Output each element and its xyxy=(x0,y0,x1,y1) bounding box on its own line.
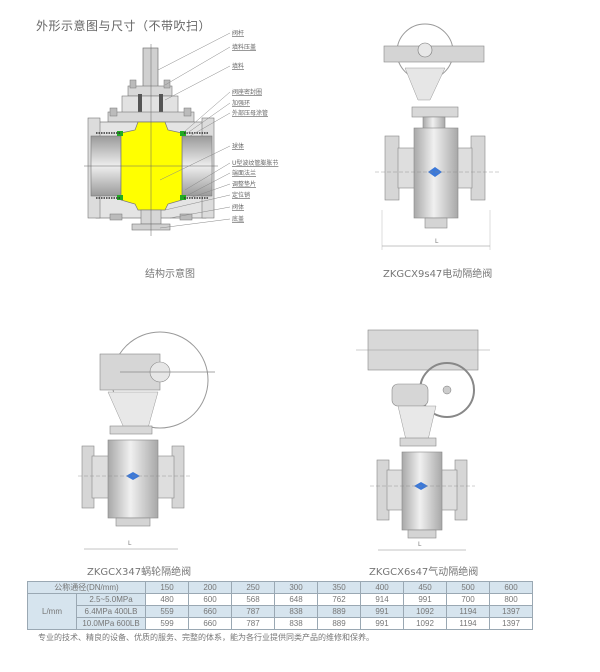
table-cell: 991 xyxy=(403,593,447,606)
table-cell: 660 xyxy=(188,617,232,630)
table-cell: 568 xyxy=(231,593,275,606)
table-cell: 350 xyxy=(317,581,361,594)
table-cell: 600 xyxy=(188,593,232,606)
callout-locating-pin: 定位销 xyxy=(232,192,251,199)
table-cell: 838 xyxy=(274,617,318,630)
callout-packing-gland: 填料压盖 xyxy=(232,44,257,51)
table-cell: 1194 xyxy=(446,605,490,618)
table-cell: 889 xyxy=(317,617,361,630)
table-cell: 599 xyxy=(145,617,189,630)
table-cell: 914 xyxy=(360,593,404,606)
table-cell: 250 xyxy=(231,581,275,594)
header-dn-label: 公称通径(DN/mm) xyxy=(27,581,146,594)
table-cell: 991 xyxy=(360,605,404,618)
table-cell: 787 xyxy=(231,617,275,630)
pressure-label: 2.5~5.0MPa xyxy=(76,593,146,606)
callout-packing: 填料 xyxy=(232,63,245,70)
table-cell: 762 xyxy=(317,593,361,606)
table-cell: 1397 xyxy=(489,617,533,630)
page-title: 外形示意图与尺寸（不带吹扫） xyxy=(36,19,212,33)
table-header-row: 公称通径(DN/mm) 150 200 250 300 350 400 450 … xyxy=(27,581,533,594)
callout-body: 阀体 xyxy=(232,204,245,211)
electric-caption: ZKGCX9s47电动隔绝阀 xyxy=(383,269,493,280)
electric-dimension-label: L xyxy=(435,238,439,245)
row-group-label: L/mm xyxy=(27,593,77,630)
pressure-label: 10.0MPa 600LB xyxy=(76,617,146,630)
worm-gear-dimension-label: L xyxy=(128,540,132,547)
table-row: 10.0MPa 600LB 599 660 787 838 889 991 10… xyxy=(28,617,533,630)
callout-reinforcing-ring: 加强环 xyxy=(232,100,251,107)
table-cell: 200 xyxy=(188,581,232,594)
table-cell: 660 xyxy=(188,605,232,618)
callout-bottom-cover: 底盖 xyxy=(232,216,245,223)
pneumatic-caption: ZKGCX6s47气动隔绝阀 xyxy=(369,567,479,578)
table-row: 6.4MPa 400LB 559 660 787 838 889 991 109… xyxy=(28,605,533,618)
footer-slogan: 专业的技术、精良的设备、优质的服务、完整的体系，能为各行业提供同类产品的维修和保… xyxy=(38,633,374,642)
pneumatic-dimension-label: L xyxy=(418,541,422,548)
table-cell: 600 xyxy=(489,581,533,594)
table-cell: 991 xyxy=(360,617,404,630)
table-cell: 800 xyxy=(489,593,533,606)
pressure-label: 6.4MPa 400LB xyxy=(76,605,146,618)
table-cell: 480 xyxy=(145,593,189,606)
table-cell: 1397 xyxy=(489,605,533,618)
table-cell: 559 xyxy=(145,605,189,618)
table-cell: 500 xyxy=(446,581,490,594)
callout-shim: 调整垫片 xyxy=(232,181,257,188)
table-row: L/mm 2.5~5.0MPa 480 600 568 648 762 914 … xyxy=(27,593,533,630)
table-cell: 1092 xyxy=(403,605,447,618)
table-cell: 889 xyxy=(317,605,361,618)
table-cell: 300 xyxy=(274,581,318,594)
table-cell: 1194 xyxy=(446,617,490,630)
table-cell: 400 xyxy=(360,581,404,594)
table-cell: 150 xyxy=(145,581,189,594)
callout-external-pipe: 外部压母涂管 xyxy=(232,110,269,117)
worm-gear-caption: ZKGCX347蜗轮隔绝阀 xyxy=(87,567,192,578)
table-cell: 700 xyxy=(446,593,490,606)
table-cell: 1092 xyxy=(403,617,447,630)
callout-end-flange: 端面法兰 xyxy=(232,170,257,177)
structure-caption: 结构示意图 xyxy=(145,269,195,280)
table-cell: 450 xyxy=(403,581,447,594)
callout-ball: 球体 xyxy=(232,143,245,150)
callout-seat-seal: 阀座密封圈 xyxy=(232,89,263,96)
callout-stem: 阀杆 xyxy=(232,30,245,37)
callout-bellows: U型波纹管膨胀节 xyxy=(232,160,279,167)
table-cell: 838 xyxy=(274,605,318,618)
table-cell: 787 xyxy=(231,605,275,618)
table-cell: 648 xyxy=(274,593,318,606)
dimension-table: 公称通径(DN/mm) 150 200 250 300 350 400 450 … xyxy=(27,581,533,630)
